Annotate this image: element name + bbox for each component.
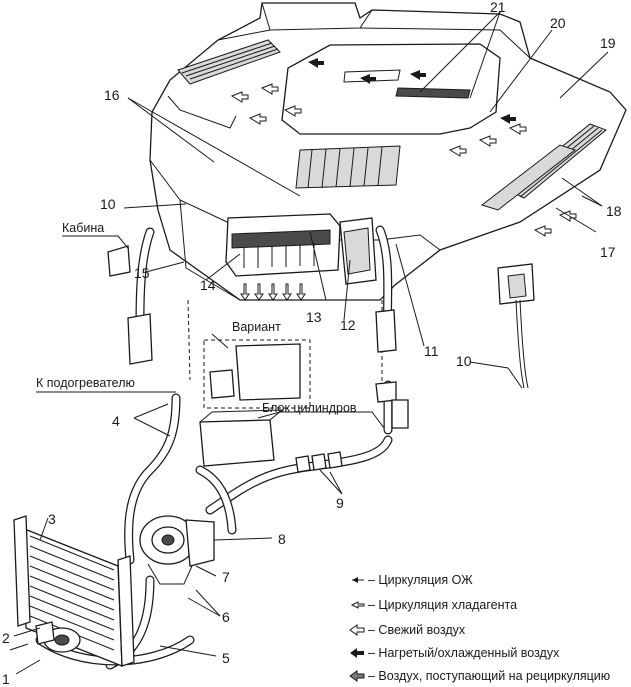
legend-coolant: – Циркуляция ОЖ: [368, 573, 473, 587]
callout-10-left: 10: [100, 196, 116, 212]
callout-16: 16: [104, 87, 120, 103]
callout-13: 13: [306, 309, 322, 325]
callout-1: 1: [2, 671, 10, 687]
receiver-dryer: [35, 621, 81, 653]
hose-bracket-detail: [497, 263, 535, 389]
cabin-bracket: [107, 245, 153, 365]
callout-17: 17: [600, 244, 616, 260]
right-hose-fittings: [375, 309, 409, 429]
callout-15: 15: [134, 265, 150, 281]
callout-19: 19: [600, 35, 616, 51]
recirculation-air-arrow-icon: [349, 670, 365, 682]
label-to-heater: К подогревателю: [36, 376, 135, 390]
callout-12: 12: [340, 317, 356, 333]
left-roof-vent: [167, 39, 281, 129]
legend-recirculation-air: – Воздух, поступающий на рециркуляцию: [368, 669, 610, 683]
callout-5: 5: [222, 650, 230, 666]
recirculation-grille: [295, 69, 471, 189]
roof-fresh-air-arrows: [230, 83, 577, 237]
legend-fresh-air: – Свежий воздух: [368, 623, 466, 637]
quick-connectors: [295, 451, 343, 473]
callout-14: 14: [200, 277, 216, 293]
legend-conditioned-air: – Нагретый/охлажденный воздух: [368, 646, 560, 660]
callout-11: 11: [424, 343, 439, 359]
label-variant: Вариант: [232, 320, 281, 334]
callout-21: 21: [490, 0, 506, 15]
callout-7: 7: [222, 569, 230, 585]
coolant-flow-arrow-icon: [352, 577, 364, 583]
variant-inset: [203, 339, 311, 409]
callout-6: 6: [222, 609, 230, 625]
callout-3: 3: [48, 511, 56, 527]
legend-refrigerant: – Циркуляция хладагента: [368, 598, 517, 612]
callout-2: 2: [2, 630, 10, 646]
callout-10-right: 10: [456, 353, 472, 369]
engine-block-outline: [199, 409, 284, 467]
right-roof-vent: [480, 123, 607, 211]
fresh-air-arrow-icon: [349, 624, 365, 636]
callout-4: 4: [112, 413, 120, 429]
heater-core: [339, 217, 377, 285]
dotted-pipe: [187, 299, 191, 381]
refrigerant-flow-arrow-icon: [350, 601, 365, 609]
callout-9: 9: [336, 495, 344, 511]
label-engine-block: Блок цилиндров: [262, 401, 357, 415]
callout-20: 20: [550, 15, 566, 31]
callout-8: 8: [278, 531, 286, 547]
label-cabin: Кабина: [62, 221, 104, 235]
connector-line: [9, 643, 29, 651]
legend: – Циркуляция ОЖ – Циркуляция хладагента …: [349, 573, 610, 683]
compressor: [139, 515, 215, 585]
roof-conditioned-air-arrows: [308, 58, 516, 124]
callout-leaders: [13, 11, 609, 675]
evaporator-block: [225, 213, 341, 301]
text-labels: Кабина Вариант К подогревателю Блок цили…: [36, 221, 357, 415]
callout-18: 18: [606, 203, 622, 219]
conditioned-air-arrow-icon: [350, 648, 364, 658]
